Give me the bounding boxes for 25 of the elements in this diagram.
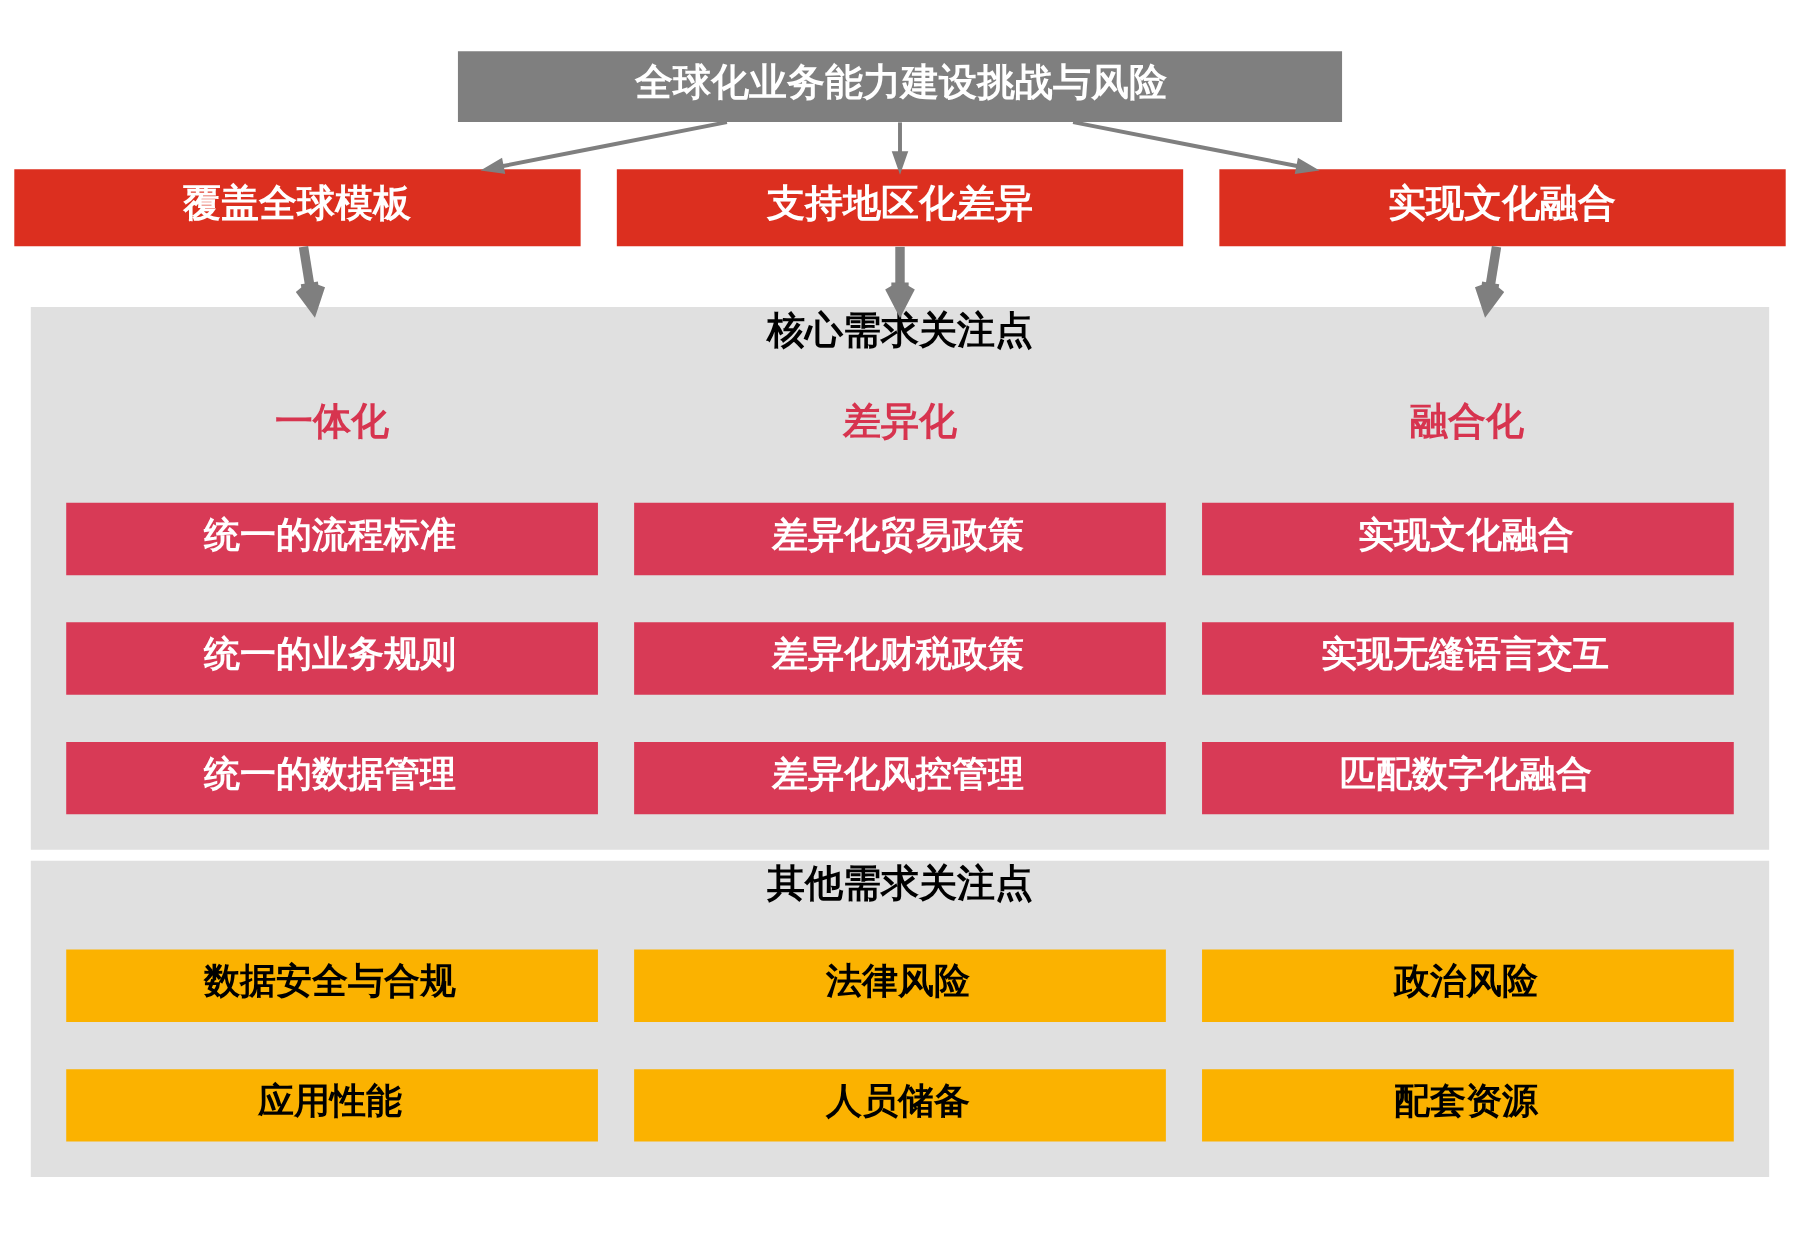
node-box: 统一的业务规则 [66, 622, 598, 695]
node-text: 差异化 [842, 398, 957, 443]
node-box: 法律风险 [634, 949, 1166, 1022]
node-box: 配套资源 [1202, 1069, 1734, 1142]
node-box: 实现文化融合 [1202, 502, 1734, 576]
node-box: 数据安全与合规 [66, 949, 598, 1022]
node-box: 差异化风控管理 [634, 741, 1166, 815]
node-box: 人员储备 [634, 1069, 1166, 1142]
node-box: 统一的流程标准 [66, 502, 598, 576]
node-box: 差异化财税政策 [634, 622, 1166, 695]
node-box: 实现文化融合 [1219, 169, 1786, 247]
node-text: 融合化 [1410, 398, 1525, 443]
node-box: 统一的数据管理 [66, 741, 598, 815]
arrow [891, 122, 909, 175]
node-box: 实现无缝语言交互 [1202, 622, 1734, 695]
arrow [480, 120, 728, 174]
node-box: 差异化贸易政策 [634, 502, 1166, 576]
node-text: 一体化 [274, 398, 389, 443]
node-box: 覆盖全球模板 [14, 169, 581, 247]
node-box: 政治风险 [1202, 949, 1734, 1022]
arrow [1072, 120, 1320, 174]
node-box: 匹配数字化融合 [1202, 741, 1734, 815]
node-box: 应用性能 [66, 1069, 598, 1142]
node-box: 全球化业务能力建设挑战与风险 [457, 51, 1343, 123]
node-box: 支持地区化差异 [616, 169, 1184, 247]
